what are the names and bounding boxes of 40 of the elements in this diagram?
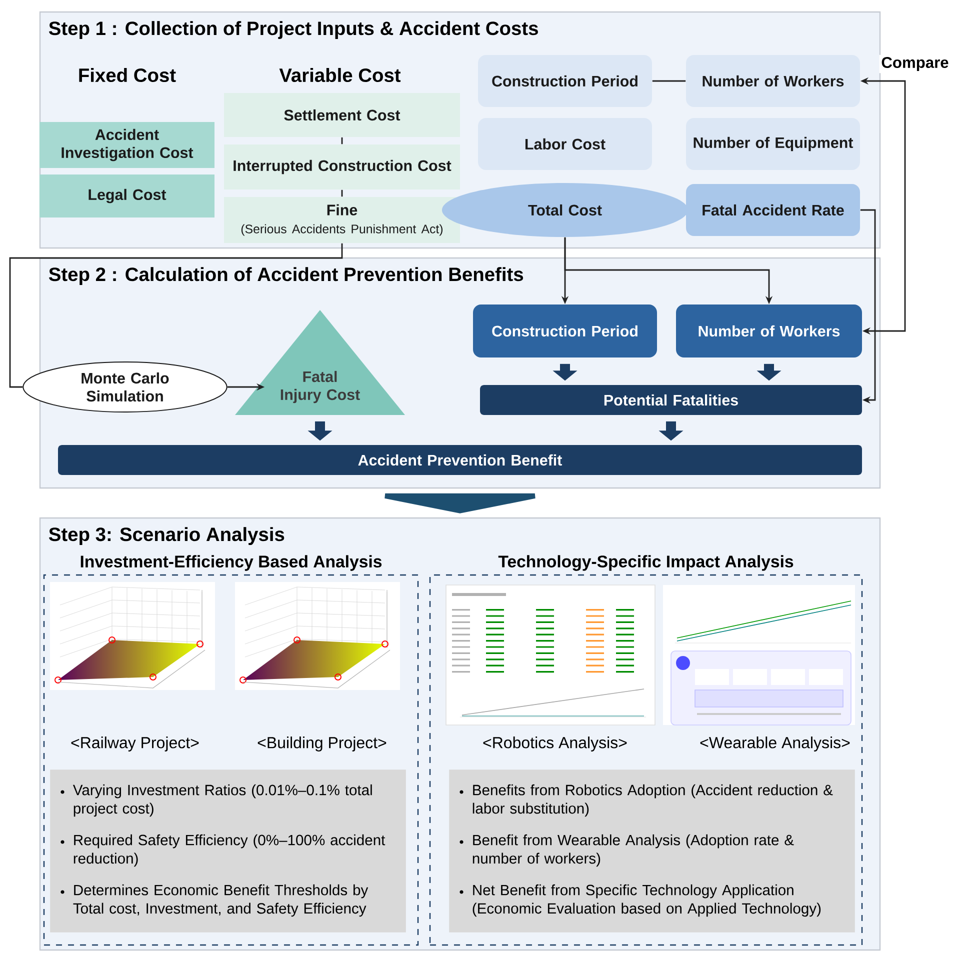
chart-caption: <Railway Project> xyxy=(71,736,199,752)
bullet-item: Determines Economic Benefit Thresholds by Total cost, Investment, and Safety Efficiency xyxy=(60,884,368,917)
cost-box: Settlement Cost xyxy=(224,93,460,137)
chart-caption: <Building Project> xyxy=(258,736,386,752)
result-box: Number of Workers xyxy=(676,304,862,358)
input-box: Fatal Accident Rate xyxy=(686,184,860,236)
output-bar: Accident Prevention Benefit xyxy=(58,445,862,475)
arrow xyxy=(860,209,876,404)
panel-heading: Step 1 : Collection of Project Inputs & Accident Costs xyxy=(48,21,538,39)
connector-line xyxy=(341,190,343,197)
cost-box: Legal Cost xyxy=(40,174,214,218)
group-heading: Technology-Specific Impact Analysis xyxy=(498,555,794,571)
simulation-oval: Monte Carlo Simulation xyxy=(22,362,228,412)
edge-label: Compare xyxy=(879,54,951,74)
bullet-item: Net Benefit from Specific Technology Application (Economic Evaluation based on Applied Technology) xyxy=(460,884,821,917)
input-box: Number of Workers xyxy=(686,55,860,107)
cost-box: Fine (Serious Accidents Punishment Act) xyxy=(224,197,460,243)
block-arrow xyxy=(382,493,538,514)
bullet-item: Varying Investment Ratios (0.01%–0.1% total project cost) xyxy=(60,784,372,817)
bullet-item: Benefits from Robotics Adoption (Accident reduction & labor substitution) xyxy=(460,784,833,817)
input-oval: Total Cost xyxy=(442,183,688,237)
input-box: Construction Period xyxy=(478,55,652,107)
input-box: Number of Equipment xyxy=(686,118,860,170)
connector-line xyxy=(652,80,686,82)
bullet-item: Required Safety Efficiency (0%–100% accident reduction) xyxy=(60,834,386,867)
cost-box: Interrupted Construction Cost xyxy=(224,144,460,190)
output-bar: Potential Fatalities xyxy=(480,385,862,415)
panel-heading: Step 3: Scenario Analysis xyxy=(48,527,284,545)
chart-caption: <Robotics Analysis> xyxy=(483,736,627,752)
connector-line xyxy=(341,137,343,144)
bullet-item: Benefit from Wearable Analysis (Adoption rate & number of workers) xyxy=(460,834,794,867)
group-heading: Investment-Efficiency Based Analysis xyxy=(80,555,382,571)
panel-heading: Step 2 : Calculation of Accident Prevention Benefits xyxy=(48,267,524,285)
column-heading: Fixed Cost xyxy=(79,68,176,82)
input-box: Labor Cost xyxy=(478,118,652,170)
result-box: Construction Period xyxy=(473,304,657,358)
cost-box: Accident Investigation Cost xyxy=(40,122,214,168)
triangle-node: Fatal Injury Cost xyxy=(235,310,405,415)
connector-line xyxy=(9,243,343,388)
chart-caption: <Wearable Analysis> xyxy=(700,736,850,752)
